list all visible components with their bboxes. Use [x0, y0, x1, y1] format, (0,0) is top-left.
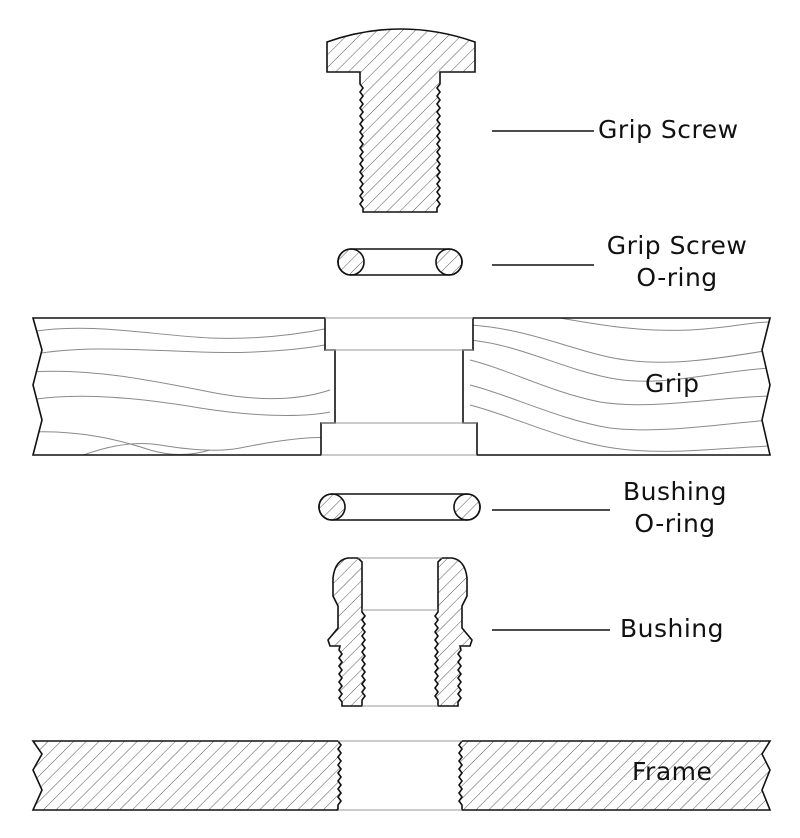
grip-screw-oring-label-line2: O-ring [636, 263, 718, 292]
bushing-oring-part [318, 493, 481, 521]
bushing-oring-label-line1: Bushing [622, 477, 728, 506]
bushing-part [327, 557, 473, 707]
frame-label: Frame [632, 757, 713, 786]
frame-part [31, 740, 772, 811]
grip-part [31, 317, 772, 456]
grip-label: Grip [645, 369, 700, 398]
grip-screw-oring-part [337, 248, 463, 276]
bushing-oring-label-line2: O-ring [634, 509, 716, 538]
grip-screw-part [326, 28, 476, 213]
grip-screw-oring-label: Grip Screw O-ring [592, 230, 762, 294]
grip-screw-oring-label-line1: Grip Screw [606, 231, 748, 260]
bushing-oring-label: Bushing O-ring [610, 476, 740, 540]
bushing-label: Bushing [620, 614, 725, 643]
grip-screw-label: Grip Screw [598, 115, 739, 144]
